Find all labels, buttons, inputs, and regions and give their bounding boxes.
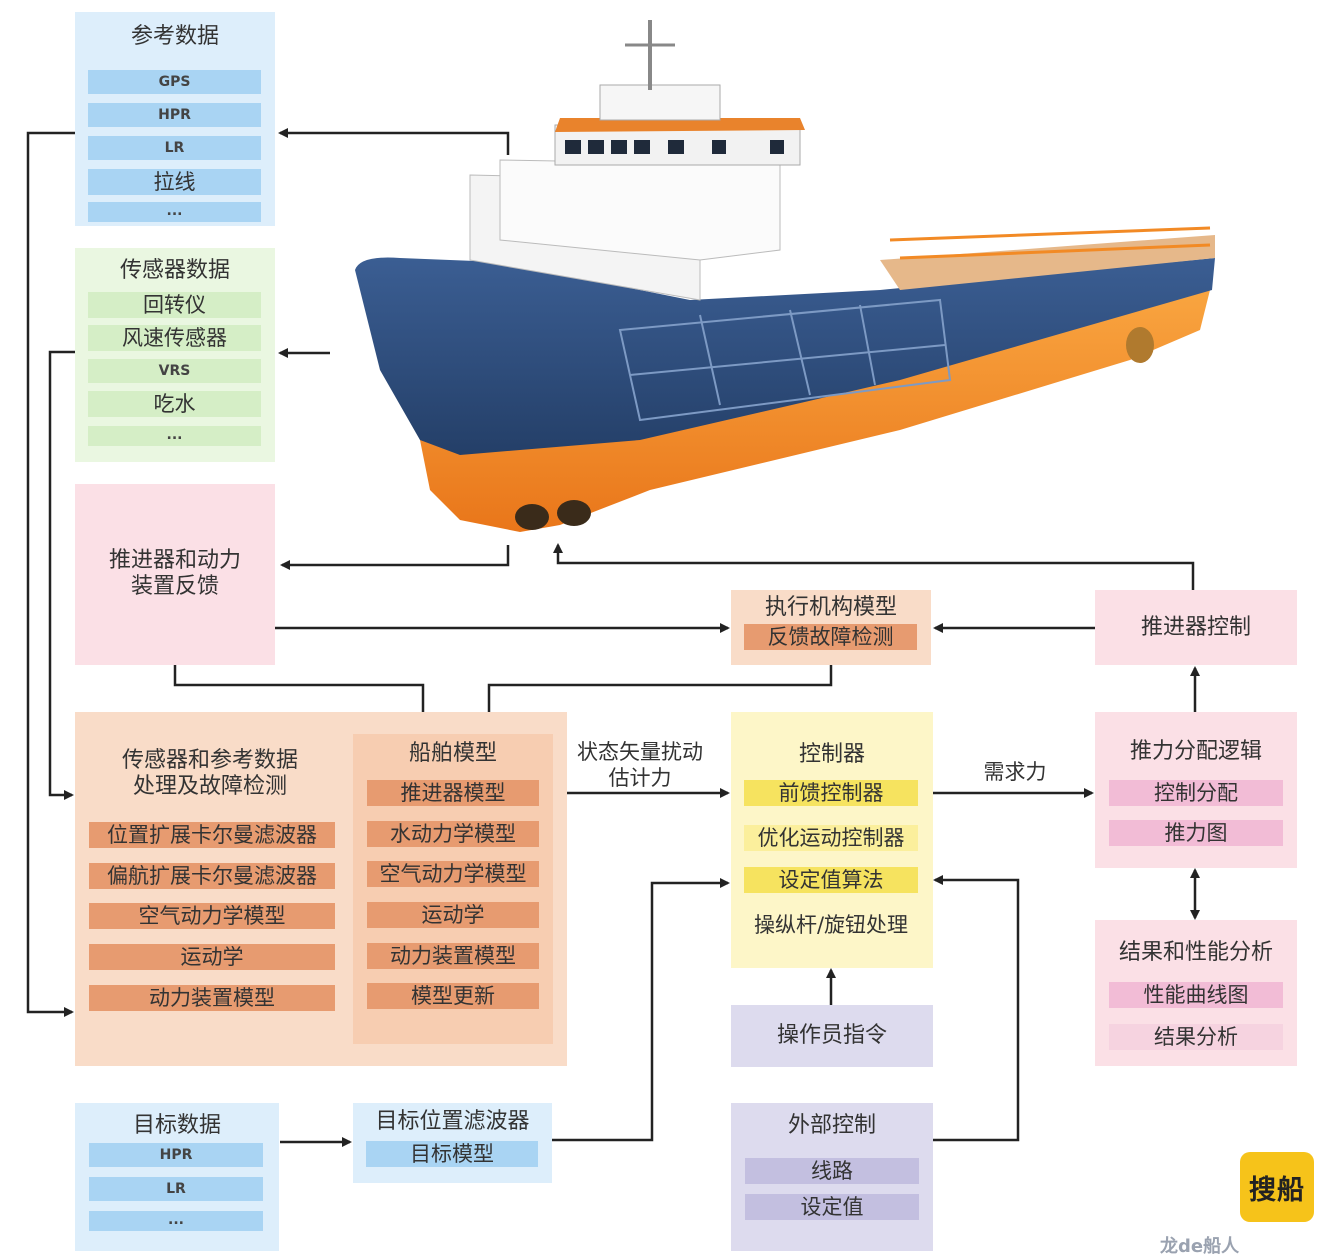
- processing-title-1: 传感器和参考数据: [75, 748, 345, 774]
- external-control-title: 外部控制: [731, 1113, 933, 1139]
- target-item: ...: [89, 1211, 263, 1231]
- reference-data-box: 参考数据 GPS HPR LR 拉线 ...: [75, 12, 275, 226]
- processing-item: 运动学: [89, 944, 335, 970]
- ship-model-box: 船舶模型 推进器模型 水动力学模型 空气动力学模型 运动学 动力装置模型 模型更…: [353, 734, 553, 1044]
- ship-model-item: 动力装置模型: [367, 943, 539, 969]
- sensor-data-title: 传感器数据: [75, 258, 275, 284]
- results-title: 结果和性能分析: [1095, 940, 1297, 966]
- target-data-box: 目标数据 HPR LR ...: [75, 1103, 279, 1251]
- thrust-allocation-title: 推力分配逻辑: [1095, 739, 1297, 765]
- external-item: 线路: [745, 1158, 919, 1184]
- ship-model-item: 模型更新: [367, 983, 539, 1009]
- thruster-control-title: 推进器控制: [1095, 615, 1297, 641]
- reference-item: ...: [88, 202, 261, 222]
- target-item: LR: [89, 1177, 263, 1201]
- estimated-force-label: 估计力: [570, 765, 710, 791]
- sensor-item: VRS: [88, 359, 261, 383]
- ship-model-item: 水动力学模型: [367, 821, 539, 847]
- external-item: 设定值: [745, 1194, 919, 1220]
- reference-item: 拉线: [88, 169, 261, 195]
- target-filter-item: 目标模型: [366, 1141, 538, 1167]
- processing-title-2: 处理及故障检测: [75, 774, 345, 800]
- external-control-box: 外部控制 线路 设定值: [731, 1103, 933, 1251]
- processing-box: 传感器和参考数据 处理及故障检测 位置扩展卡尔曼滤波器 偏航扩展卡尔曼滤波器 空…: [75, 712, 567, 1066]
- processing-item: 空气动力学模型: [89, 903, 335, 929]
- reference-item: HPR: [88, 103, 261, 127]
- operator-title: 操作员指令: [731, 1023, 933, 1049]
- actuator-item: 反馈故障检测: [744, 624, 917, 650]
- sensor-data-box: 传感器数据 回转仪 风速传感器 VRS 吃水 ...: [75, 248, 275, 462]
- results-box: 结果和性能分析 性能曲线图 结果分析: [1095, 920, 1297, 1066]
- sensor-item: 风速传感器: [88, 325, 261, 351]
- reference-item: GPS: [88, 70, 261, 94]
- target-filter-title: 目标位置滤波器: [353, 1109, 552, 1135]
- controller-item: 操纵杆/旋钮处理: [744, 912, 918, 938]
- ship-model-title: 船舶模型: [353, 741, 553, 767]
- sensor-item: 回转仪: [88, 292, 261, 318]
- demand-force-label: 需求力: [960, 759, 1070, 785]
- processing-item: 动力装置模型: [89, 985, 335, 1011]
- controller-item: 优化运动控制器: [744, 825, 918, 851]
- watermark-badge: 搜船: [1240, 1152, 1314, 1222]
- controller-box: 控制器 前馈控制器 优化运动控制器 设定值算法 操纵杆/旋钮处理: [731, 712, 933, 968]
- thruster-feedback-title-1: 推进器和动力: [75, 548, 275, 574]
- results-item: 性能曲线图: [1109, 982, 1283, 1008]
- ship-model-item: 空气动力学模型: [367, 861, 539, 887]
- target-data-title: 目标数据: [75, 1113, 279, 1139]
- ship-model-item: 推进器模型: [367, 780, 539, 806]
- sensor-item: 吃水: [88, 391, 261, 417]
- sensor-item: ...: [88, 426, 261, 446]
- ship-model-item: 运动学: [367, 902, 539, 928]
- reference-data-title: 参考数据: [75, 24, 275, 50]
- thruster-feedback-title-2: 装置反馈: [75, 574, 275, 600]
- controller-item: 前馈控制器: [744, 780, 918, 806]
- target-filter-box: 目标位置滤波器 目标模型: [353, 1103, 552, 1183]
- allocation-item: 推力图: [1109, 820, 1283, 846]
- thruster-feedback-box: 推进器和动力 装置反馈: [75, 484, 275, 665]
- processing-item: 偏航扩展卡尔曼滤波器: [89, 863, 335, 889]
- state-vector-label: 状态矢量扰动: [570, 739, 710, 765]
- target-item: HPR: [89, 1143, 263, 1167]
- watermark-text: 龙de船人: [1160, 1232, 1239, 1258]
- controller-title: 控制器: [731, 742, 933, 768]
- actuator-model-box: 执行机构模型 反馈故障检测: [731, 590, 931, 665]
- operator-box: 操作员指令: [731, 1005, 933, 1067]
- thrust-allocation-box: 推力分配逻辑 控制分配 推力图: [1095, 712, 1297, 868]
- processing-item: 位置扩展卡尔曼滤波器: [89, 822, 335, 848]
- allocation-item: 控制分配: [1109, 780, 1283, 806]
- thruster-control-box: 推进器控制: [1095, 590, 1297, 665]
- results-item: 结果分析: [1109, 1024, 1283, 1050]
- controller-item: 设定值算法: [744, 867, 918, 893]
- actuator-model-title: 执行机构模型: [731, 595, 931, 621]
- reference-item: LR: [88, 136, 261, 160]
